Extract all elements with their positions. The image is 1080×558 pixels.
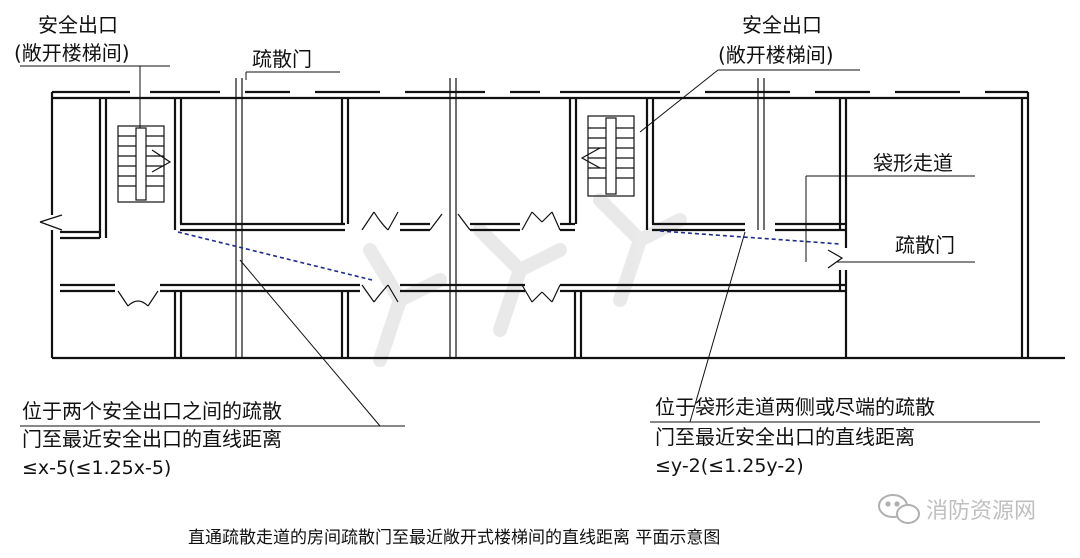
leader-lines	[20, 65, 1040, 427]
distance-path-between-exits	[177, 231, 373, 281]
note-left-line1: 位于两个安全出口之间的疏散	[22, 399, 282, 423]
corridor-walls	[60, 222, 845, 293]
note-right-line1: 位于袋形走道两侧或尽端的疏散	[655, 395, 935, 419]
note-right-line2: 门至最近安全出口的直线距离	[655, 425, 915, 449]
note-right-line3: ≤y-2(≤1.25y-2)	[655, 455, 804, 477]
exit-right-label: 安全出口	[742, 13, 822, 37]
exit-left-sublabel: (敞开楼梯间)	[14, 41, 130, 65]
exit-right-sublabel: (敞开楼梯间)	[718, 43, 834, 67]
distance-path-dead-end	[659, 230, 841, 245]
exit-left-label: 安全出口	[38, 13, 118, 37]
watermark-text: 消防资源网	[926, 499, 1036, 524]
stairwell-left	[117, 125, 172, 203]
note-left-line2: 门至最近安全出口的直线距离	[22, 427, 282, 451]
door-top-label: 疏散门	[252, 47, 312, 71]
door-right-label: 疏散门	[895, 233, 955, 257]
dead-end-corridor-label: 袋形走道	[873, 151, 953, 175]
wechat-bubble-icon	[878, 494, 920, 524]
room-partitions	[98, 98, 848, 358]
stairwell-right	[580, 115, 635, 197]
diagram-caption: 直通疏散走道的房间疏散门至最近敞开式楼梯间的直线距离 平面示意图	[188, 528, 720, 548]
door-swings	[39, 211, 844, 307]
structural-axis-lines	[235, 78, 765, 358]
note-left-line3: ≤x-5(≤1.25x-5)	[22, 457, 171, 479]
distance-paths	[177, 230, 841, 281]
